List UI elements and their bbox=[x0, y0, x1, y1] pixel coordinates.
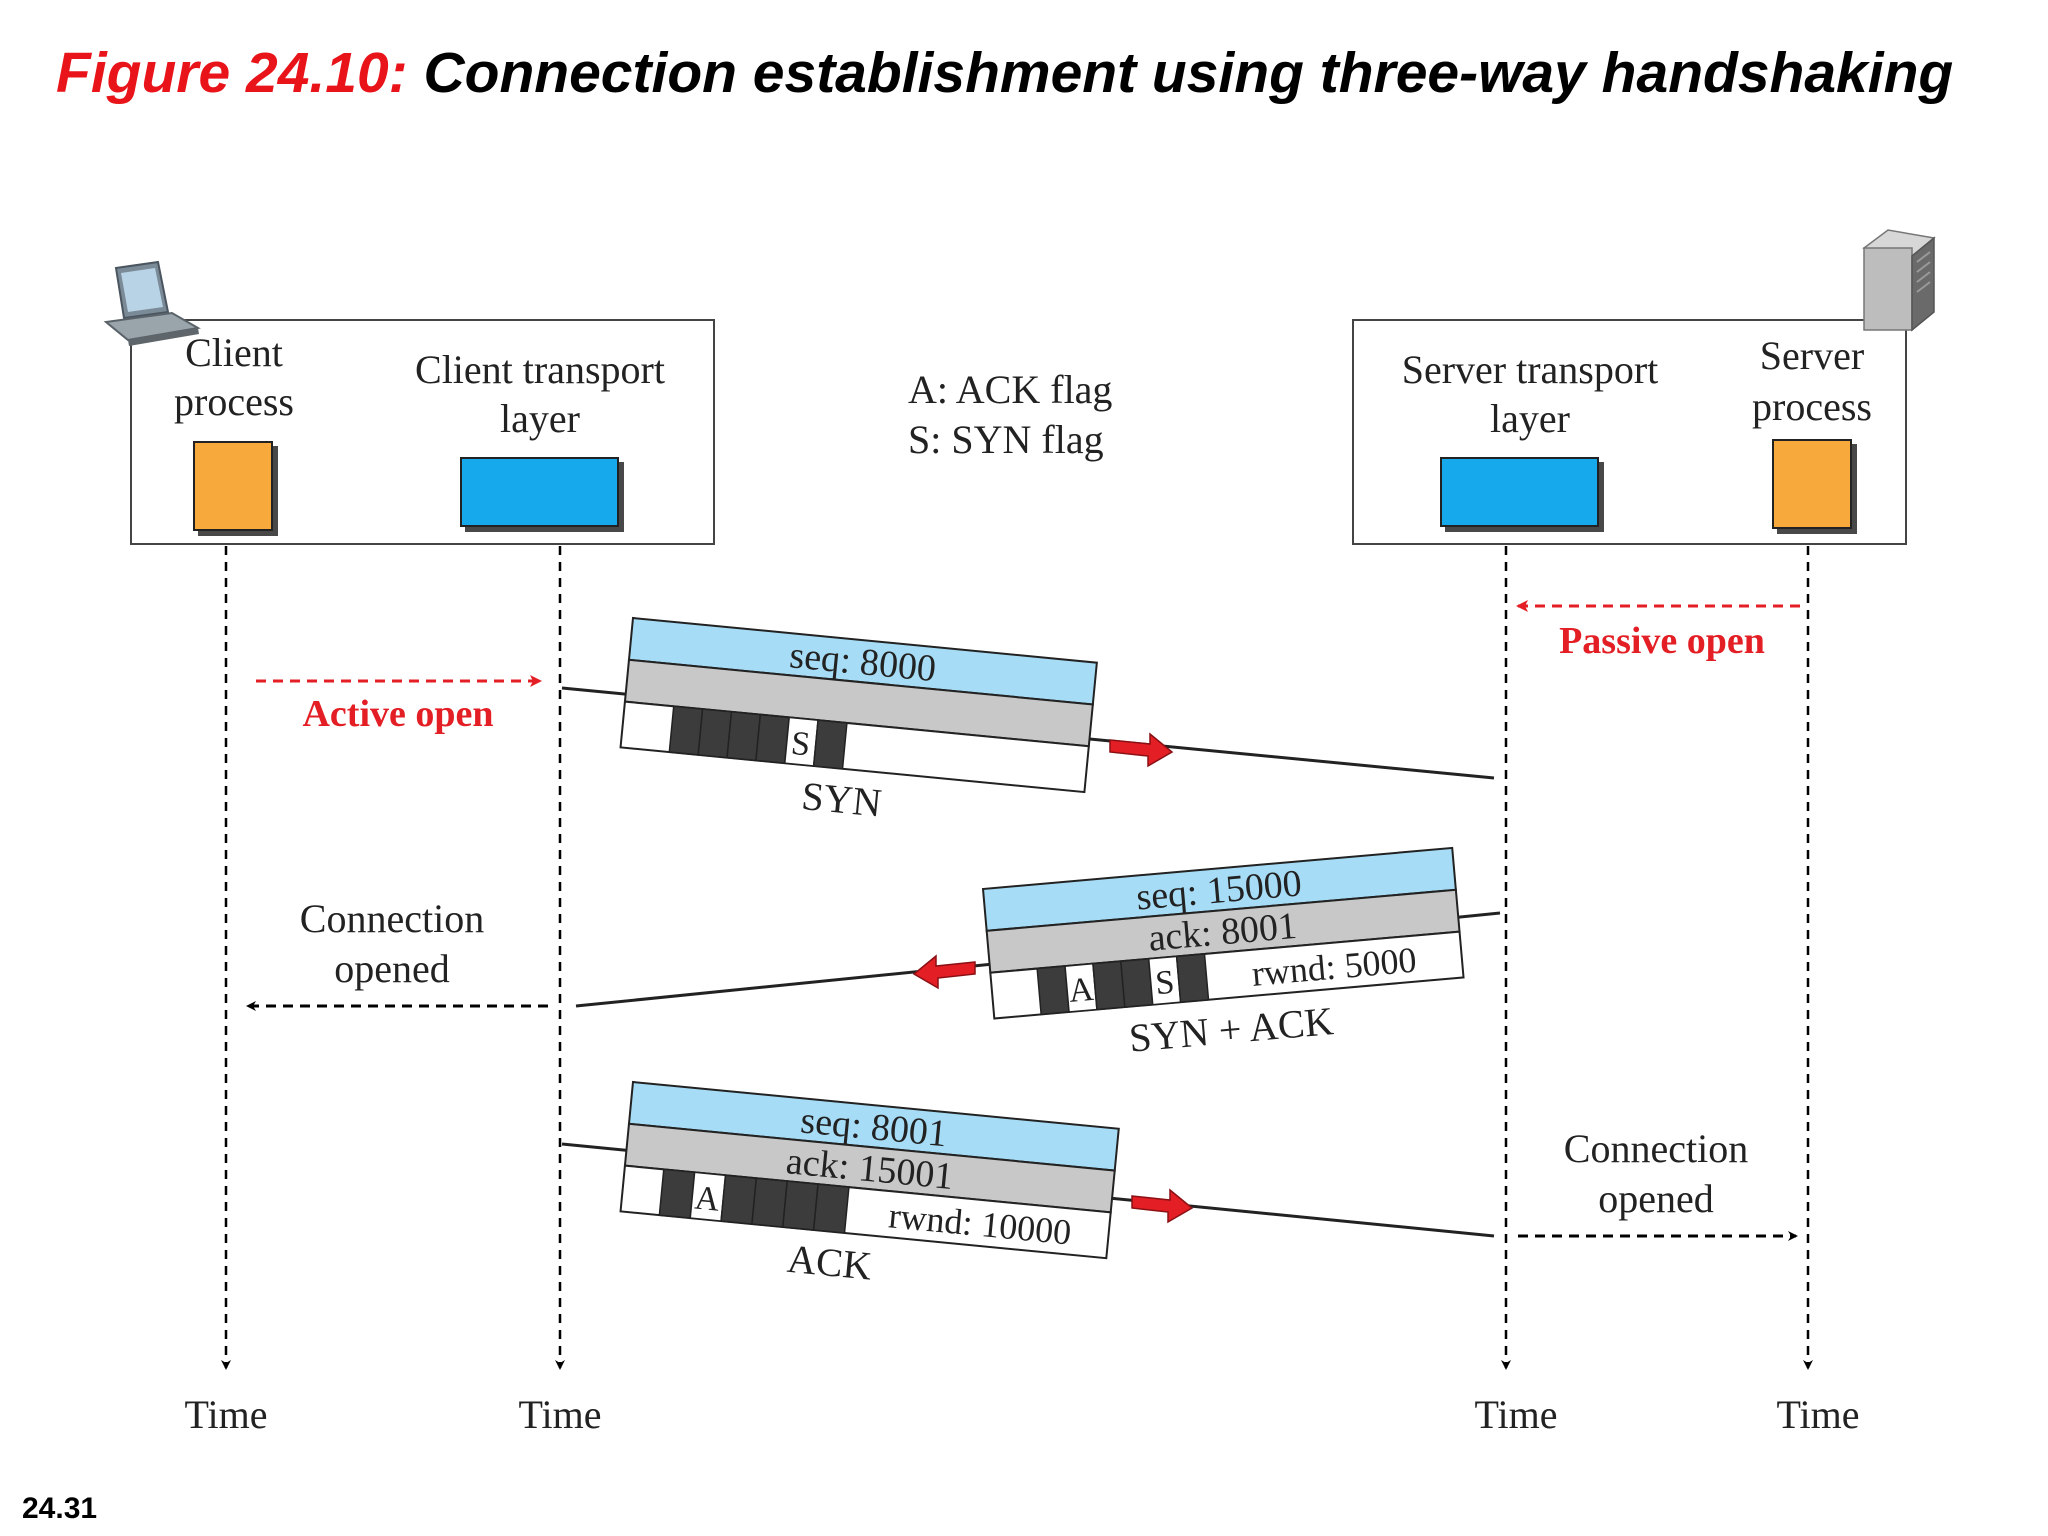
client-connection-opened-line2: opened bbox=[334, 946, 450, 991]
syn-ack-segment-name: SYN + ACK bbox=[1127, 998, 1335, 1061]
server-process-label-line1: Server bbox=[1760, 333, 1864, 378]
server-tower-icon bbox=[1862, 229, 1936, 332]
syn-ack-flag-a: A bbox=[1067, 971, 1095, 1010]
syn-ack-segment: seq: 15000 ack: 8001 A S rwnd: 5000 SYN … bbox=[981, 846, 1465, 1061]
time-label-server-transport: Time bbox=[1474, 1392, 1557, 1437]
syn-direction-arrow bbox=[1109, 732, 1174, 768]
page-number: 24.31 bbox=[22, 1492, 98, 1525]
time-label-client-process: Time bbox=[184, 1392, 267, 1437]
ack-segment-name: ACK bbox=[785, 1236, 873, 1289]
client-transport-block bbox=[460, 457, 619, 527]
client-header-box: Client process Client transport layer bbox=[130, 319, 715, 545]
legend-ack-flag: A: ACK flag bbox=[908, 367, 1112, 412]
syn-flag-s: S bbox=[789, 725, 811, 764]
figure-number: Figure 24.10: bbox=[56, 41, 408, 105]
server-process-label-line2: process bbox=[1752, 384, 1872, 429]
server-transport-label-line1: Server transport bbox=[1402, 347, 1659, 392]
slide-title: Figure 24.10: Connection establishment u… bbox=[56, 40, 1953, 106]
server-transport-block bbox=[1440, 457, 1599, 527]
timelines bbox=[221, 546, 1813, 1370]
syn-ack-direction-arrow bbox=[912, 954, 976, 990]
client-connection-opened-line1: Connection bbox=[300, 896, 484, 941]
server-connection-opened-line2: opened bbox=[1598, 1176, 1714, 1221]
ack-direction-arrow bbox=[1131, 1188, 1194, 1224]
server-connection-opened-line1: Connection bbox=[1564, 1126, 1748, 1171]
client-transport-label-line1: Client transport bbox=[415, 347, 665, 392]
time-label-server-process: Time bbox=[1776, 1392, 1859, 1437]
active-open-label: Active open bbox=[302, 693, 493, 735]
figure-caption: Connection establishment using three-way… bbox=[423, 41, 1954, 105]
server-transport-label-line2: layer bbox=[1490, 396, 1570, 441]
laptop-icon bbox=[103, 260, 201, 346]
client-transport-label-line2: layer bbox=[500, 396, 580, 441]
client-process-block bbox=[193, 441, 273, 531]
syn-segment-name: SYN bbox=[800, 773, 884, 825]
ack-flag-a: A bbox=[693, 1180, 721, 1219]
passive-open-label: Passive open bbox=[1559, 620, 1765, 662]
server-process-block bbox=[1772, 439, 1852, 529]
time-label-client-transport: Time bbox=[518, 1392, 601, 1437]
legend-syn-flag: S: SYN flag bbox=[908, 417, 1104, 462]
ack-segment: seq: 8001 ack: 15001 A rwnd: 10000 ACK bbox=[619, 1080, 1120, 1289]
server-header-box: Server transport layer Server process bbox=[1352, 319, 1907, 545]
syn-segment: seq: 8000 S SYN bbox=[619, 616, 1098, 826]
syn-ack-flag-s: S bbox=[1154, 964, 1176, 1003]
client-process-label-line2: process bbox=[174, 379, 294, 424]
client-process-label-line1: Client bbox=[185, 330, 283, 375]
